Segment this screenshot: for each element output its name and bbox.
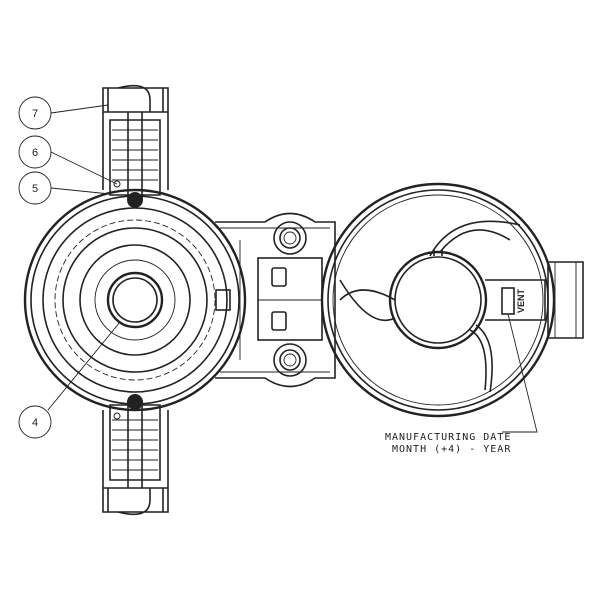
callout-label: 7 [32,108,38,120]
left-body [23,188,247,412]
annotation-line-1: MANUFACTURING DATE [385,432,511,443]
center-bridge [215,212,336,388]
leader-lines [47,104,538,433]
callout-7: 7 [18,96,52,130]
vent-label: VENT [516,289,526,314]
callout-label: 6 [32,147,38,159]
callout-5: 5 [18,171,52,205]
callout-label: 5 [32,183,38,195]
callout-label: 4 [32,417,38,429]
right-body: VENT [320,182,584,418]
top-fitting [102,84,169,208]
annotation-line-2: MONTH (+4) - YEAR [392,444,511,455]
bottom-fitting [102,394,169,516]
callout-6: 6 [18,135,52,169]
callout-4: 4 [18,405,52,439]
